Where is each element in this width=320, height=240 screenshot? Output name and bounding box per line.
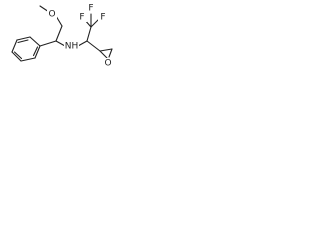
bond-ch-epoxide — [86, 40, 101, 52]
bond-ch2-ch — [55, 25, 63, 42]
amine-nh-label: NH — [65, 42, 79, 52]
epoxide-ring — [99, 48, 113, 59]
bond-ch-cf3 — [86, 26, 92, 42]
bond-ch-nh — [55, 40, 66, 47]
fluorine-left-label: F — [79, 13, 84, 23]
bond-ch-phenyl — [39, 40, 57, 47]
fluorine-right-label: F — [100, 13, 105, 23]
phenyl-ring — [11, 36, 41, 62]
fluorine-top-label: F — [88, 4, 93, 14]
methoxy-oxygen-label: O — [48, 10, 55, 20]
epoxide-oxygen-label: O — [104, 59, 111, 69]
bond-nh-ch — [77, 40, 88, 47]
molecule-drawing: O NH F F F O — [11, 3, 113, 69]
structure-diagram: O NH F F F O — [0, 0, 130, 88]
